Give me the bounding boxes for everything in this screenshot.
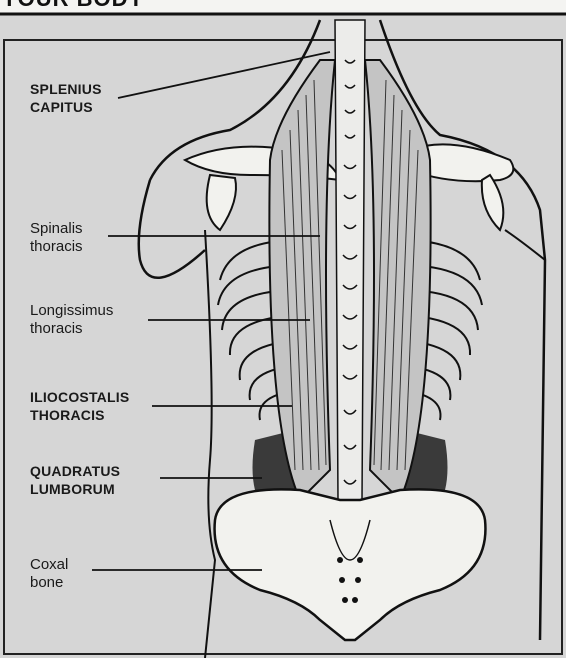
label-iliocostalis-line2: THORACIS <box>30 406 129 424</box>
label-coxal-line2: bone <box>30 574 68 592</box>
right-shoulder-blade <box>482 175 504 230</box>
label-longissimus-line1: Longissimus <box>30 302 113 320</box>
label-splenius-capitus: SPLENIUS CAPITUS <box>30 80 102 116</box>
label-splenius-line1: SPLENIUS <box>30 80 102 98</box>
label-spinalis-thoracis: Spinalis thoracis <box>30 220 83 256</box>
label-longissimus-thoracis: Longissimus thoracis <box>30 302 113 338</box>
label-quadratus-line1: QUADRATUS <box>30 462 120 480</box>
left-shoulder-blade <box>207 175 236 230</box>
label-spinalis-line1: Spinalis <box>30 220 83 238</box>
label-quadratus-line2: LUMBORUM <box>30 480 120 498</box>
spine <box>335 20 365 500</box>
pelvis <box>215 489 486 640</box>
label-coxal-bone: Coxal bone <box>30 556 68 592</box>
header-title: YOUR BODY <box>2 0 144 12</box>
label-iliocostalis-thoracis: ILIOCOSTALIS THORACIS <box>30 388 129 424</box>
label-quadratus-lumborum: QUADRATUS LUMBORUM <box>30 462 120 498</box>
label-longissimus-line2: thoracis <box>30 320 113 338</box>
label-spinalis-line2: thoracis <box>30 238 83 256</box>
label-splenius-line2: CAPITUS <box>30 98 102 116</box>
label-coxal-line1: Coxal <box>30 556 68 574</box>
label-iliocostalis-line1: ILIOCOSTALIS <box>30 388 129 406</box>
